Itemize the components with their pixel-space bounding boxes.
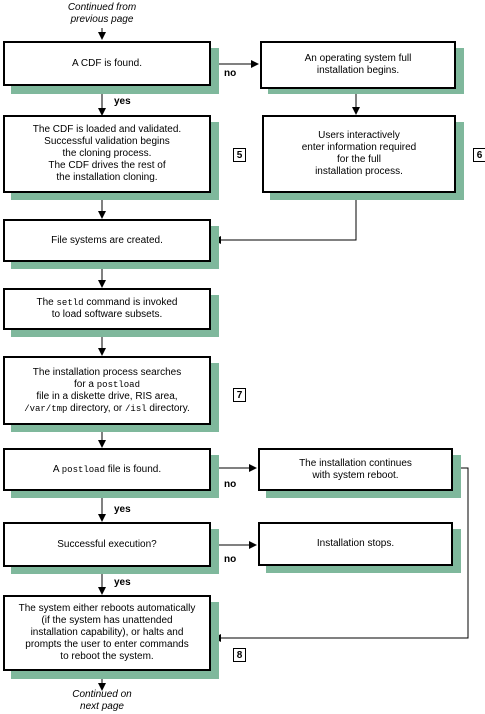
postload-command: postload [61, 464, 105, 475]
postload-found-box: A postload file is found. [3, 448, 211, 491]
no-label: no [224, 68, 237, 79]
step-badge-6: 6 [473, 148, 485, 162]
users-interactive-box: Users interactively enter information re… [262, 115, 456, 193]
step-badge-7: 7 [233, 388, 246, 402]
file-systems-box: File systems are created. [3, 219, 211, 262]
step-badge-8: 8 [233, 648, 246, 662]
cdf-loaded-box: The CDF is loaded and validated. Success… [3, 115, 211, 193]
no-label: no [224, 554, 237, 565]
isl-path: /isl [125, 403, 147, 414]
var-tmp-path: /var/tmp [24, 403, 68, 414]
success-box: Successful execution? [3, 522, 211, 567]
yes-label: yes [114, 96, 131, 107]
setld-command: setld [56, 298, 84, 308]
arrow-users-to-filesystems [213, 193, 357, 244]
yes-label: yes [114, 504, 131, 515]
setld-box: The setld command is invoked to load sof… [3, 288, 211, 330]
no-label: no [224, 479, 237, 490]
continues-box: The installation continues with system r… [258, 448, 453, 491]
stops-box: Installation stops. [258, 522, 453, 566]
search-box: The installation process searches for a … [3, 356, 211, 425]
step-badge-5: 5 [233, 148, 246, 162]
continued-from-note: Continued from previous page [67, 2, 137, 25]
yes-label: yes [114, 577, 131, 588]
postload-command: postload [96, 379, 140, 390]
full-install-box: An operating system full installation be… [260, 41, 456, 89]
continued-on-note: Continued on next page [72, 689, 132, 712]
final-box: The system either reboots automatically … [3, 595, 211, 671]
cdf-found-box: A CDF is found. [3, 41, 211, 86]
